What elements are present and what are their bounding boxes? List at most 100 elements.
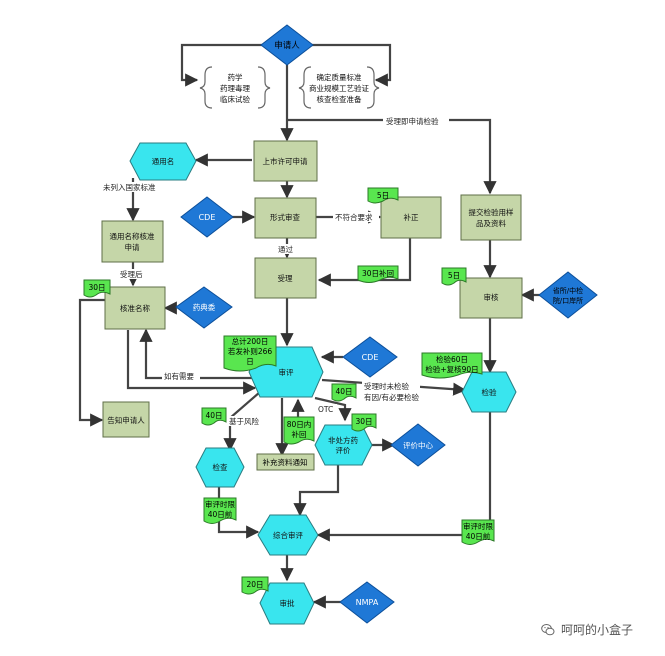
tag-days-30-supp: 30日补回 bbox=[357, 265, 399, 283]
edge-review-otc bbox=[314, 396, 352, 422]
days-5-a-label: 5日 bbox=[377, 191, 389, 200]
brace-right-line-3: 核查检查准备 bbox=[317, 94, 362, 104]
brace-right-line-2: 商业规模工艺验证 bbox=[309, 83, 369, 93]
tag-review-total: 总计200日 若发补则266 日 bbox=[223, 335, 277, 372]
node-cde-1: CDE bbox=[180, 196, 234, 238]
days-80-supp-line-1: 80日内 bbox=[287, 419, 312, 429]
node-notify-applicant: 告知申请人 bbox=[102, 401, 150, 438]
generic-name-label: 通用名 bbox=[152, 156, 175, 166]
edge-otc-comp bbox=[293, 465, 340, 517]
edge-to-submit-samples bbox=[287, 118, 497, 195]
applicant-label: 申请人 bbox=[274, 40, 300, 51]
brace-left: 药学 药理毒理 临床试验 bbox=[199, 66, 271, 109]
brace-left-line-1: 药学 bbox=[228, 72, 243, 82]
wechat-icon bbox=[541, 623, 555, 637]
label-if-needed: 如有需要 bbox=[164, 371, 194, 381]
label-if-necessary-test: 有因/有必要检验 bbox=[364, 392, 420, 402]
comprehensive-label: 综合审评 bbox=[273, 530, 303, 540]
days-30-supp-label: 30日补回 bbox=[362, 268, 394, 278]
days-80-supp-line-2: 补回 bbox=[292, 429, 307, 439]
review-total-line-2: 若发补则266 bbox=[228, 346, 273, 356]
label-after-accept: 受理后 bbox=[120, 269, 143, 279]
otc-review-line-2: 评价 bbox=[336, 446, 351, 455]
review-total-line-3: 日 bbox=[246, 357, 254, 366]
node-comprehensive: 综合审评 bbox=[257, 514, 319, 556]
days-30-name-label: 30日 bbox=[88, 283, 105, 292]
brace-right: 确定质量标准 商业规模工艺验证 核查检查准备 bbox=[298, 66, 380, 109]
edge-review-approve bbox=[139, 328, 255, 380]
tag-days-80-supp: 80日内 补回 bbox=[283, 416, 315, 445]
tag-days-20: 20日 bbox=[241, 576, 269, 595]
node-approve: 审批 bbox=[259, 582, 315, 625]
review-label: 审评 bbox=[279, 367, 294, 377]
pharmacopoeia-label: 药典委 bbox=[193, 302, 216, 312]
provincial-line-1: 省所/中检 bbox=[553, 286, 583, 295]
label-otc: OTC bbox=[318, 405, 333, 414]
name-review-app-line-1: 通用名称核准 bbox=[110, 231, 155, 241]
watermark: 呵呵的小盒子 bbox=[541, 621, 633, 638]
label-not-test-on-accept: 受理时未检验 bbox=[364, 381, 409, 391]
edge-applicant-left-brace bbox=[180, 43, 262, 87]
nmpa-label: NMPA bbox=[356, 598, 379, 607]
edge-labels: 受理即申请检验 未列入国家标准 不符合要求 通过 受理后 如有需要 基于风险 O… bbox=[100, 116, 449, 426]
edge-approve-review bbox=[126, 330, 257, 395]
node-eval-center: 评价中心 bbox=[390, 423, 446, 467]
node-supp-notice: 补充资料通知 bbox=[256, 453, 315, 471]
provincial-line-2: 院/口岸所 bbox=[553, 296, 583, 305]
listing-app-label: 上市许可申请 bbox=[263, 156, 308, 166]
edge-applicant-right-brace bbox=[310, 43, 392, 87]
tag-review-deadline-right: 审评时限 40日前 bbox=[461, 519, 495, 545]
node-form-review: 形式审查 bbox=[254, 197, 317, 239]
node-cde-2: CDE bbox=[342, 336, 398, 378]
supp-notice-label: 补充资料通知 bbox=[263, 457, 308, 467]
node-submit-samples: 提交检验用样 品及资料 bbox=[460, 194, 522, 241]
node-name-approve: 核准名称 bbox=[104, 286, 166, 330]
test-days-line-1: 检验60日 bbox=[436, 354, 468, 364]
node-supplement: 补正 bbox=[380, 196, 442, 239]
test-days-line-2: 检验+复核90日 bbox=[425, 364, 478, 374]
node-otc-review: 非处方药 评价 bbox=[314, 424, 373, 466]
tag-days-5-a: 5日 bbox=[367, 187, 399, 204]
supplement-label: 补正 bbox=[404, 212, 419, 222]
brace-right-line-1: 确定质量标准 bbox=[317, 72, 362, 82]
node-applicant: 申请人 bbox=[260, 24, 314, 66]
cde-1-label: CDE bbox=[199, 213, 216, 222]
notify-applicant-label: 告知申请人 bbox=[107, 415, 145, 425]
cde-2-label: CDE bbox=[362, 353, 379, 362]
label-not-meet: 不符合要求 bbox=[335, 212, 373, 222]
form-review-label: 形式审查 bbox=[270, 212, 300, 222]
eval-center-label: 评价中心 bbox=[403, 440, 433, 450]
node-nmpa: NMPA bbox=[339, 581, 395, 624]
label-pass: 通过 bbox=[278, 244, 293, 254]
label-based-on-risk: 基于风险 bbox=[229, 416, 259, 426]
otc-review-line-1: 非处方药 bbox=[328, 435, 358, 445]
review-deadline-left-line-1: 审评时限 bbox=[205, 499, 235, 509]
days-40-risk-label: 40日 bbox=[205, 411, 222, 420]
edge-approve-notify bbox=[78, 298, 105, 427]
submit-samples-line-1: 提交检验用样 bbox=[469, 207, 514, 217]
node-pharmacopoeia: 药典委 bbox=[175, 286, 233, 329]
review-total-line-1: 总计200日 bbox=[232, 336, 269, 346]
days-20-label: 20日 bbox=[246, 580, 263, 589]
label-after-accept-test: 受理即申请检验 bbox=[386, 116, 439, 126]
accept-label: 受理 bbox=[278, 273, 293, 283]
tag-days-40-risk: 40日 bbox=[201, 407, 227, 426]
name-approve-label: 核准名称 bbox=[120, 303, 150, 313]
audit-label: 审核 bbox=[484, 292, 499, 302]
name-review-app-line-2: 申请 bbox=[125, 242, 140, 252]
tag-days-30-name: 30日 bbox=[83, 279, 111, 298]
brace-left-line-2: 药理毒理 bbox=[220, 83, 250, 93]
watermark-text: 呵呵的小盒子 bbox=[560, 623, 633, 637]
days-5-b-label: 5日 bbox=[448, 271, 460, 280]
tag-days-40-test: 40日 bbox=[331, 383, 357, 402]
tag-days-5-b: 5日 bbox=[441, 267, 467, 286]
inspection-label: 检查 bbox=[213, 462, 228, 472]
node-name-review-app: 通用名称核准 申请 bbox=[101, 220, 164, 263]
tag-test-days: 检验60日 检验+复核90日 bbox=[421, 352, 483, 379]
node-test: 检验 bbox=[461, 371, 517, 413]
node-inspection: 检查 bbox=[195, 447, 245, 488]
node-audit: 审核 bbox=[459, 277, 523, 319]
node-provincial: 省所/中检 院/口岸所 bbox=[538, 271, 598, 319]
tag-days-30-otc: 30日 bbox=[351, 413, 377, 432]
